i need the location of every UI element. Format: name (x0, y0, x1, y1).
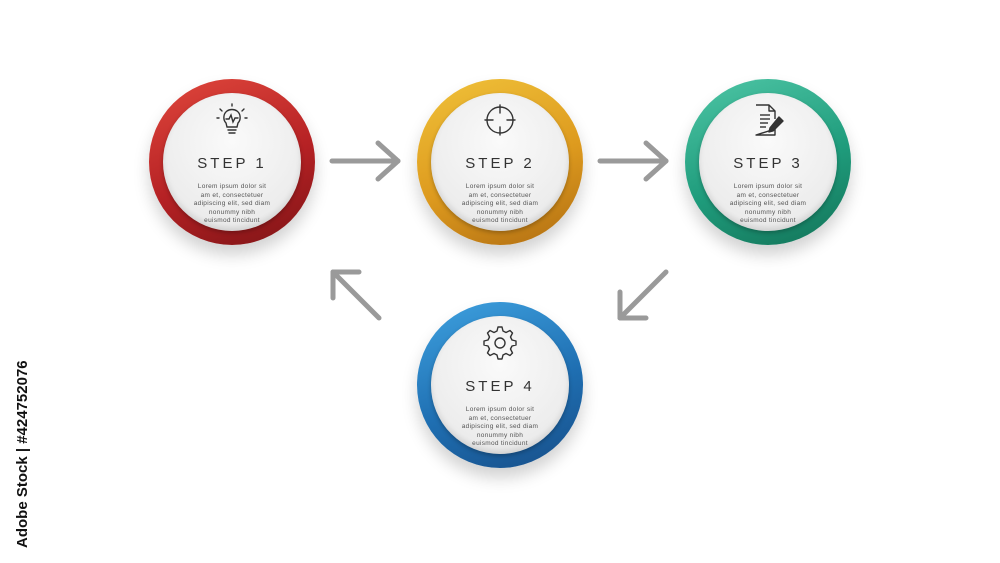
document-edit-icon (755, 104, 784, 136)
step-1-title: STEP 1 (197, 155, 267, 172)
step-2-title: STEP 2 (465, 155, 535, 172)
stock-id-label: Adobe Stock | #424752076 (14, 360, 31, 548)
step-3-title: STEP 3 (733, 155, 803, 172)
lightbulb-icon (216, 103, 248, 134)
arrow-step2-to-step3 (597, 140, 669, 182)
target-icon (484, 104, 516, 136)
gear-icon (483, 326, 517, 360)
step-4-title: STEP 4 (465, 378, 535, 395)
arrow-step1-to-step2 (329, 140, 401, 182)
arrow-step3-to-step4 (617, 269, 669, 321)
arrow-step4-to-step1 (330, 269, 382, 321)
